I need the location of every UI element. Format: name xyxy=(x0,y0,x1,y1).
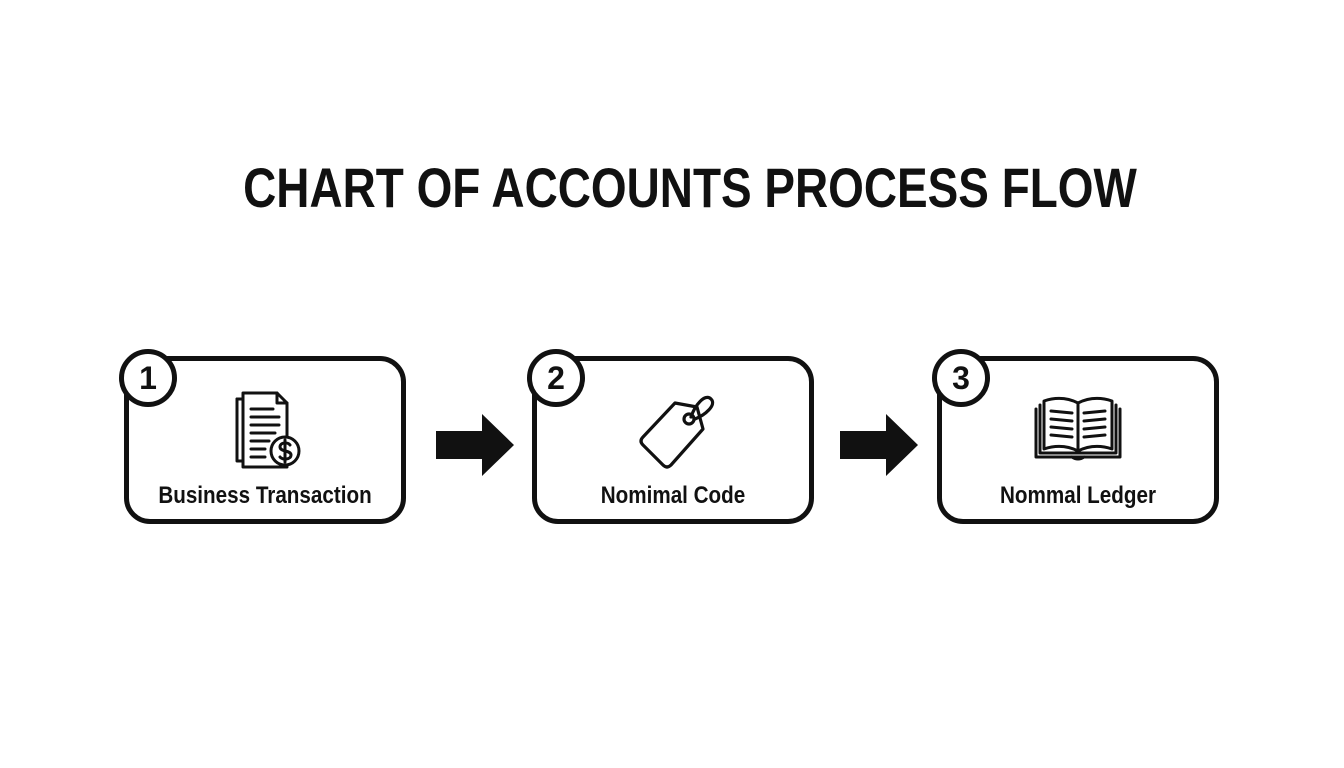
step-nominal-ledger: 3 Nommal Ledger xyxy=(932,349,1219,524)
step-label: Nomimal Code xyxy=(600,482,746,509)
step-number-badge: 2 xyxy=(527,349,585,407)
step-number-badge: 1 xyxy=(119,349,177,407)
diagram-title: CHART OF ACCOUNTS PROCESS FLOW xyxy=(243,156,1137,219)
flow-arrow xyxy=(840,414,918,476)
open-book-icon xyxy=(1030,387,1126,473)
document-dollar-icon xyxy=(217,387,313,473)
step-nominal-code: 2 Nomimal Code xyxy=(527,349,814,524)
price-tag-icon xyxy=(625,387,721,473)
step-label: Nommal Ledger xyxy=(1000,482,1156,509)
flow-arrow xyxy=(436,414,514,476)
step-business-transaction: 1 Business Transaction xyxy=(119,349,406,524)
step-number-badge: 3 xyxy=(932,349,990,407)
step-label: Business Transaction xyxy=(158,482,372,509)
